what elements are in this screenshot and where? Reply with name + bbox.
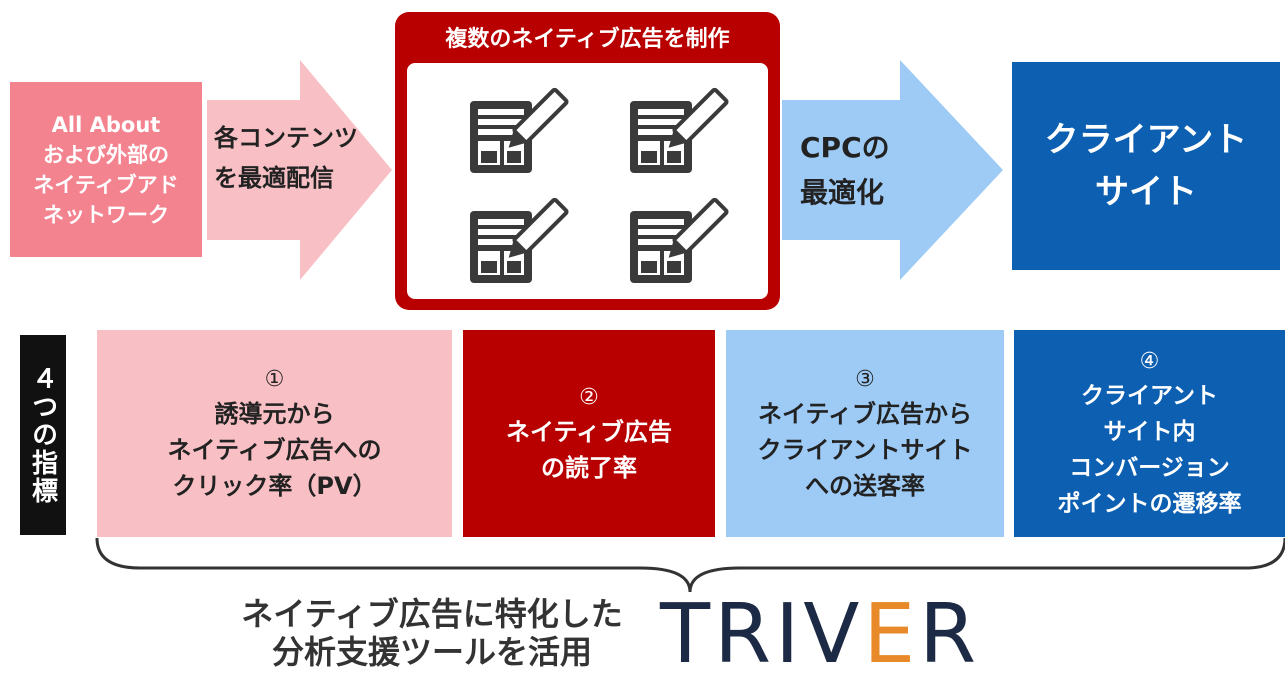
metric-line: への送客率 (805, 471, 925, 500)
metrics-label: ４つの指標 (20, 335, 66, 535)
metric-box-2: ② ネイティブ広告 の読了率 (463, 330, 715, 537)
article-edit-icon (630, 197, 729, 283)
client-site-box: クライアント サイト (1012, 62, 1280, 270)
logo-stylized-e: E (863, 586, 920, 682)
production-icons-area (407, 63, 768, 299)
client-line: クライアント (1044, 120, 1248, 160)
arrow-optimize (782, 60, 1003, 280)
metric-line: サイト内 (1103, 418, 1196, 445)
metric-number: ② (579, 384, 599, 410)
metric-number: ① (264, 366, 285, 392)
article-edit-icon (470, 87, 569, 173)
metric-line: ネイティブ広告から (757, 399, 973, 428)
source-network-box: All About および外部の ネイティブアド ネットワーク (10, 82, 202, 257)
metric-number: ③ (855, 366, 875, 392)
source-line: ネイティブアド (33, 172, 179, 197)
metric-line: クライアント (1080, 382, 1219, 409)
ad-production-box: 複数のネイティブ広告を制作 (395, 12, 780, 310)
article-edit-icon (630, 87, 729, 173)
source-line: および外部の (43, 142, 169, 167)
metric-line: コンバージョン (1069, 454, 1230, 481)
logo-text: TRIV (660, 586, 864, 682)
article-edit-icon (470, 197, 569, 283)
source-line: All About (51, 112, 161, 137)
arrow-label-line: CPCの (800, 131, 890, 164)
arrow-label-line: 最適化 (800, 176, 885, 209)
summary-brace (95, 537, 1285, 593)
tool-description-line: 分析支援ツールを活用 (271, 633, 592, 671)
metric-box-1: ① 誘導元から ネイティブ広告への クリック率（PV） (97, 330, 452, 537)
arrow-label-line: を最適配信 (214, 164, 334, 192)
tool-description-line: ネイティブ広告に特化した (241, 595, 623, 633)
client-line: サイト (1095, 172, 1197, 212)
tool-description: ネイティブ広告に特化した 分析支援ツールを活用 (222, 595, 642, 671)
arrow-distribute-label: 各コンテンツ を最適配信 (214, 118, 358, 198)
metric-number: ④ (1139, 348, 1160, 374)
metric-line: 誘導元から (214, 399, 335, 428)
arrow-optimize-label: CPCの 最適化 (800, 125, 890, 215)
logo-text: R (919, 586, 981, 682)
metric-box-4: ④ クライアント サイト内 コンバージョン ポイントの遷移率 (1014, 330, 1285, 537)
source-line: ネットワーク (43, 202, 169, 227)
metric-line: クリック率（PV） (172, 471, 377, 500)
metric-line: の読了率 (541, 453, 637, 482)
metric-line: ネイティブ広告 (505, 417, 673, 446)
metric-line: クライアントサイト (757, 435, 973, 464)
production-title: 複数のネイティブ広告を制作 (445, 27, 730, 52)
arrow-label-line: 各コンテンツ (214, 124, 358, 152)
metric-line: ポイントの遷移率 (1057, 490, 1242, 517)
metric-line: ネイティブ広告への (167, 435, 382, 464)
arrow-distribute (207, 60, 392, 280)
metric-box-3: ③ ネイティブ広告から クライアントサイト への送客率 (726, 330, 1004, 537)
